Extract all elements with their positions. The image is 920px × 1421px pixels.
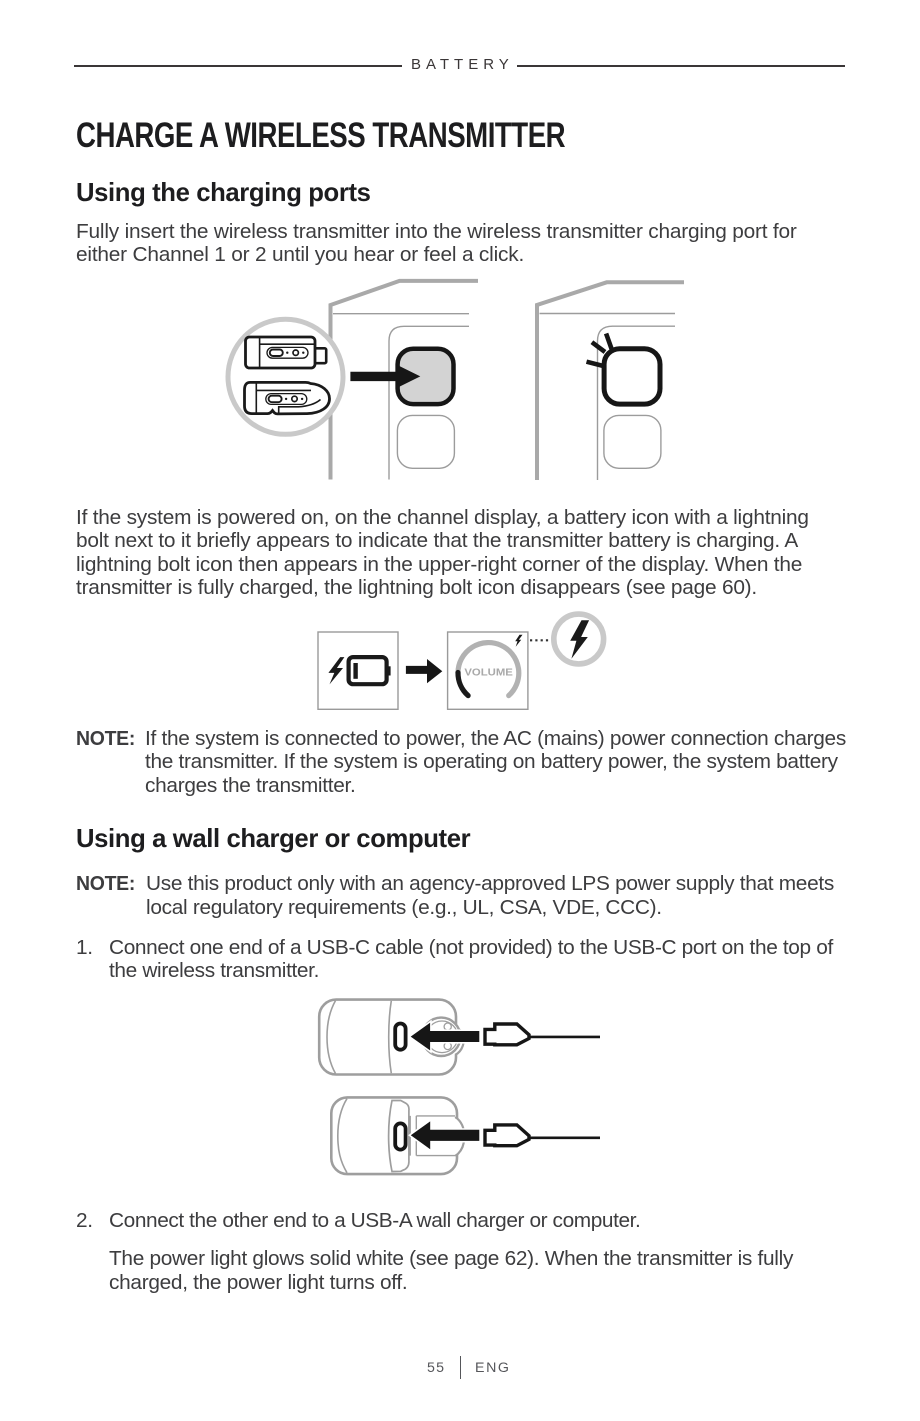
svg-text:VOLUME: VOLUME: [464, 666, 513, 678]
